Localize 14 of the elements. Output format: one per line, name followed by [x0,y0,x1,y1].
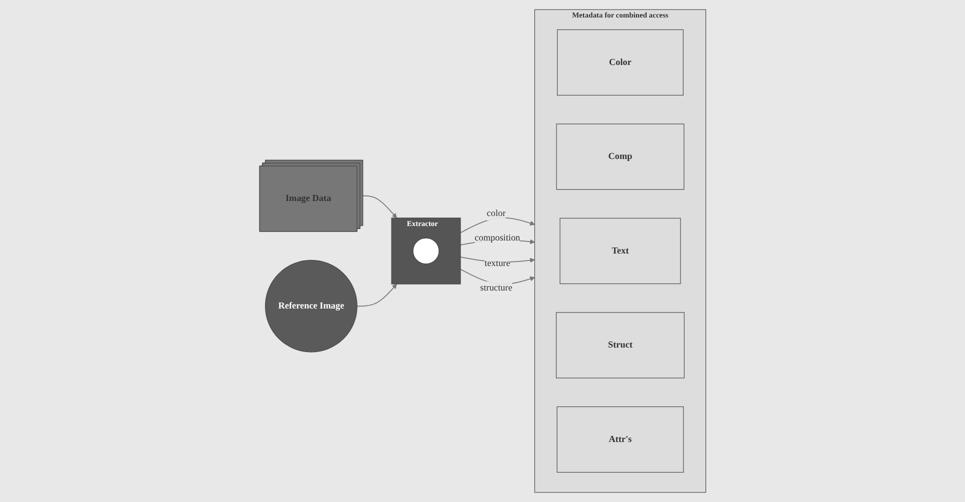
node-box: Struct [556,312,684,378]
node-circle [412,238,440,264]
edge-label: color [486,208,506,218]
node-box: Attr's [556,406,684,473]
edge-label: composition [474,233,520,243]
node-circle: Reference Image [264,260,358,352]
node-box: Comp [556,124,684,190]
arrow [356,284,397,307]
arrow [362,195,397,218]
edge-label: structure [480,283,512,293]
arrow [460,217,535,234]
node-box: Text [560,218,681,284]
edge-label: texture [484,258,510,268]
node-box: Color [556,29,684,96]
